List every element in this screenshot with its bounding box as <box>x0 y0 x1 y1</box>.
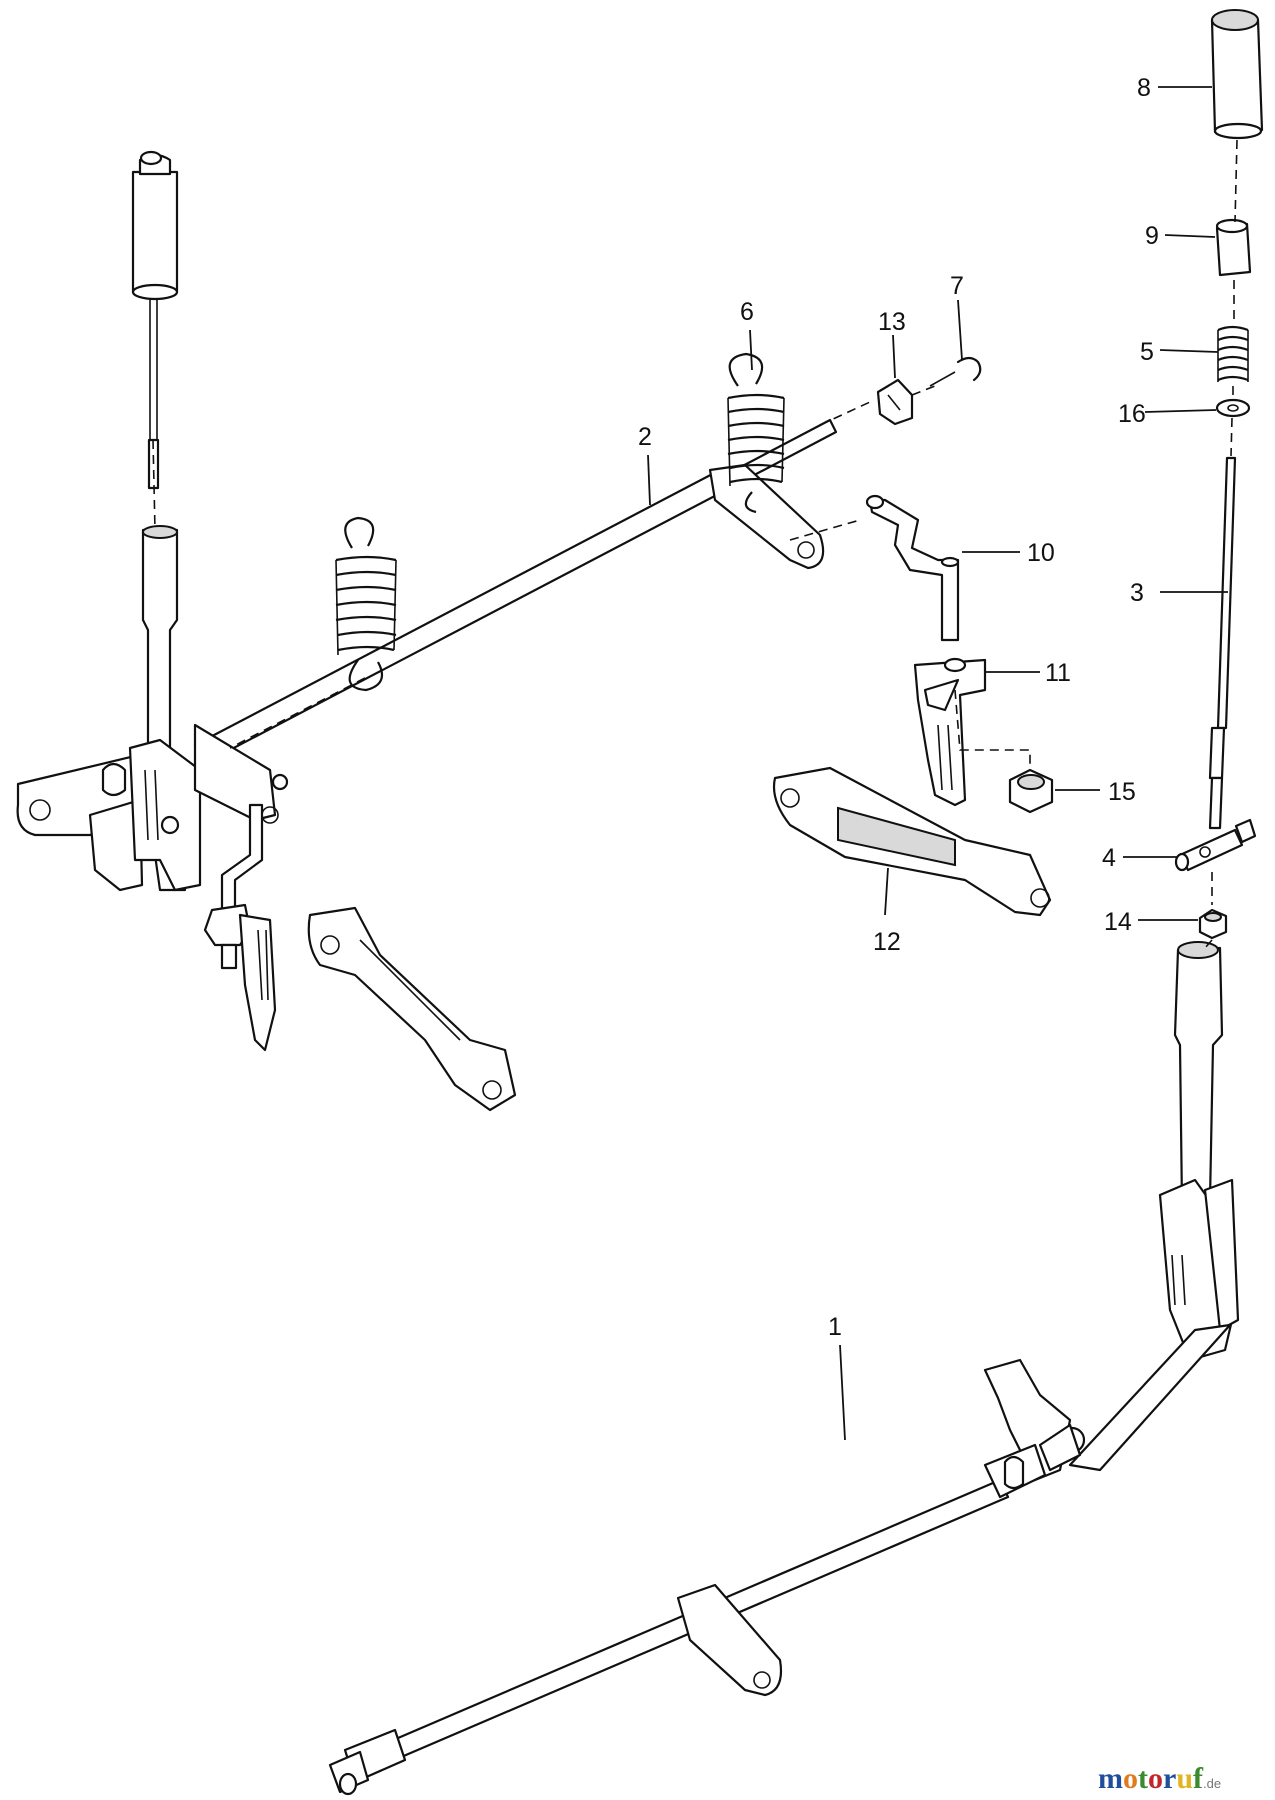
callout-13: 13 <box>878 308 906 336</box>
callout-4: 4 <box>1102 844 1116 872</box>
part-4-connector <box>1174 818 1257 872</box>
part-11-bracket <box>913 657 987 807</box>
watermark-letter: o <box>1148 1762 1163 1795</box>
watermark-text: motoruf.de <box>1098 1762 1221 1795</box>
part-3-rod <box>1208 456 1237 830</box>
watermark-letter: u <box>1176 1762 1193 1795</box>
watermark-letter: m <box>1098 1762 1123 1795</box>
part-16-washer <box>1215 398 1251 418</box>
left-pedal-assembly <box>16 150 289 1052</box>
part-2-shaft <box>193 418 838 765</box>
callout-16: 16 <box>1118 400 1146 428</box>
watermark-letter: o <box>1123 1762 1138 1795</box>
right-spring-6 <box>727 352 785 514</box>
part-9-bushing <box>1215 218 1252 277</box>
callout-5: 5 <box>1140 338 1154 366</box>
alignment-lines <box>152 139 1238 949</box>
callout-7: 7 <box>950 272 964 300</box>
part-8-sleeve <box>1210 9 1264 140</box>
callout-numbers: 1 2 3 4 5 6 7 8 9 10 11 12 13 14 15 16 <box>638 74 1159 1341</box>
part-13-clip <box>876 378 914 426</box>
callout-1: 1 <box>828 1313 842 1341</box>
watermark-letter: f <box>1193 1762 1204 1795</box>
right-pedal-assembly <box>983 941 1240 1482</box>
callout-12: 12 <box>873 928 901 956</box>
part-14-nut <box>1198 908 1228 940</box>
watermark-suffix: .de <box>1203 1776 1221 1791</box>
lower-left-link <box>307 906 517 1112</box>
part-10-rod <box>865 494 960 642</box>
callout-8: 8 <box>1137 74 1151 102</box>
part-12-link <box>772 766 1052 917</box>
leader-lines <box>647 86 1228 1441</box>
callout-14: 14 <box>1104 908 1132 936</box>
watermark-letter: r <box>1163 1762 1176 1795</box>
callout-15: 15 <box>1108 778 1136 806</box>
part-5-spring <box>1217 325 1249 382</box>
part-15-nut <box>1008 768 1054 814</box>
watermark-logo: motoruf.de <box>1098 1762 1221 1795</box>
watermark-letter: t <box>1138 1762 1148 1795</box>
part-7-pin <box>929 356 982 387</box>
callout-10: 10 <box>1027 539 1055 567</box>
callout-9: 9 <box>1145 222 1159 250</box>
callout-11: 11 <box>1045 659 1071 687</box>
left-spring <box>335 516 397 692</box>
callout-6: 6 <box>740 298 754 326</box>
callout-3: 3 <box>1130 579 1144 607</box>
part-1-shaft <box>328 1443 1047 1796</box>
callout-2: 2 <box>638 423 652 451</box>
